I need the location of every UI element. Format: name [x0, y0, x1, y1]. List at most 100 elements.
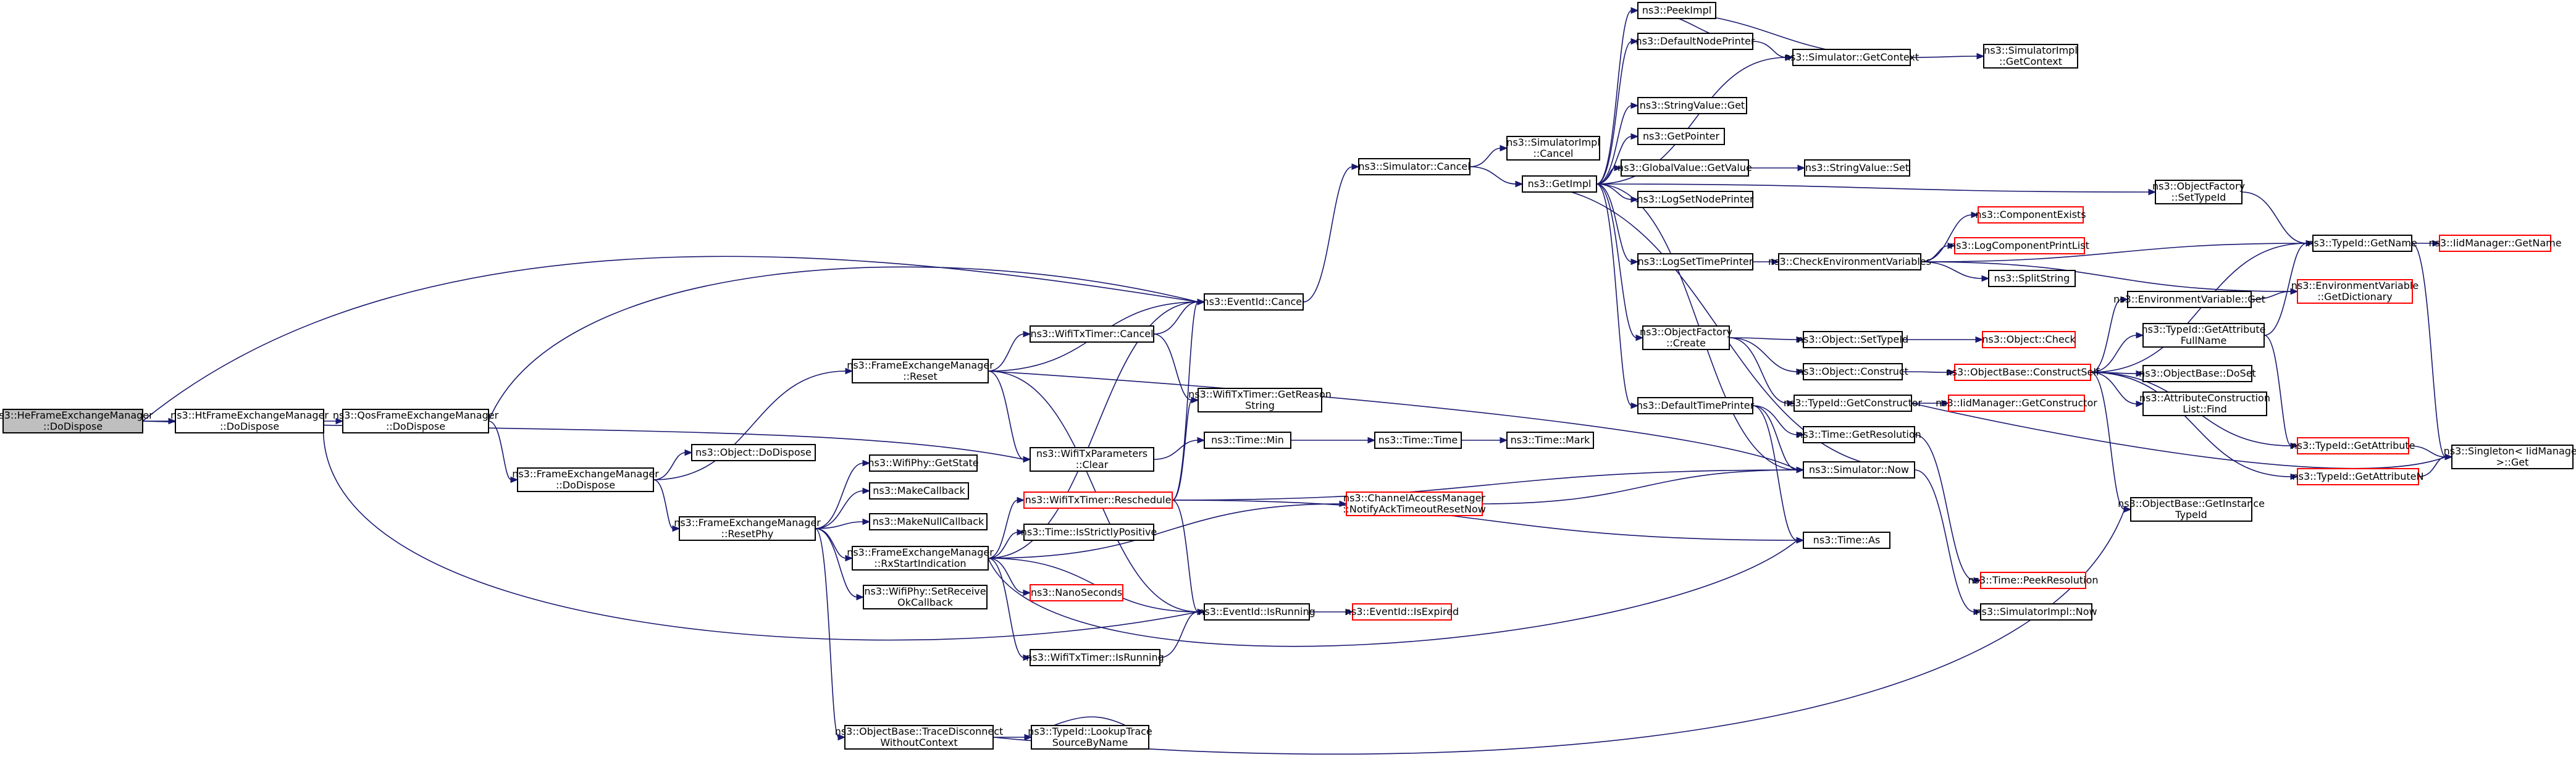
node-timetime[interactable]: ns3::Time::Time — [1374, 432, 1462, 449]
node-peekres[interactable]: ns3::Time::PeekResolution — [1968, 572, 2099, 589]
node-strget[interactable]: ns3::StringValue::Get — [1637, 97, 1747, 114]
node-ofcreate[interactable]: ns3::ObjectFactory::Create — [1640, 325, 1732, 350]
node-box — [1980, 603, 2092, 621]
node-rxstart[interactable]: ns3::FrameExchangeManager::RxStartIndica… — [847, 546, 994, 571]
node-envdict[interactable]: ns3::EnvironmentVariable::GetDictionary — [2291, 279, 2419, 304]
node-tidgetattr[interactable]: ns3::TypeId::GetAttribute — [2291, 437, 2415, 454]
node-simimplnow[interactable]: ns3::SimulatorImpl::Now — [1975, 603, 2097, 621]
node-makecb[interactable]: ns3::MakeCallback — [869, 482, 969, 500]
call-graph-edges — [142, 7, 2453, 755]
node-logtime[interactable]: ns3::LogSetTimePrinter — [1637, 253, 1753, 270]
node-ht[interactable]: ns3::HtFrameExchangeManager::DoDispose — [170, 409, 329, 433]
node-nanosec[interactable]: ns3::NanoSeconds — [1030, 584, 1123, 601]
node-box — [1204, 293, 1304, 311]
edge-line — [1752, 405, 1798, 435]
node-splitstr[interactable]: ns3::SplitString — [1988, 270, 2076, 287]
node-obdoset[interactable]: ns3::ObjectBase::DoSet — [2139, 365, 2256, 382]
node-strictpos[interactable]: ns3::Time::IsStrictlyPositive — [1021, 524, 1157, 541]
node-tidgetattrn[interactable]: ns3::TypeId::GetAttributeN — [2293, 468, 2424, 485]
node-root[interactable]: ns3::HeFrameExchangeManager::DoDispose — [0, 409, 153, 433]
edge-line — [2090, 299, 2122, 373]
node-box — [1637, 191, 1753, 208]
node-objconstruct[interactable]: ns3::Object::Construct — [1797, 363, 1908, 380]
node-timeas[interactable]: ns3::Time::As — [1803, 532, 1890, 549]
node-box — [1794, 395, 1912, 412]
node-iidgetctor[interactable]: ns3::IidManager::GetConstructor — [1936, 395, 2097, 412]
call-graph-nodes: ns3::HeFrameExchangeManager::DoDisposens… — [0, 2, 2576, 750]
node-evisrun[interactable]: ns3::EventId::IsRunning — [1198, 603, 1315, 621]
node-box — [1637, 397, 1753, 414]
edge-arrowhead — [1630, 402, 1639, 409]
edge-line — [1752, 41, 1787, 58]
node-getimpl[interactable]: ns3::GetImpl — [1522, 175, 1597, 193]
node-iidgetname[interactable]: ns3::IidManager::GetName — [2428, 235, 2562, 252]
node-logcomp[interactable]: ns3::LogComponentPrintList — [1950, 237, 2089, 254]
node-label: ns3::Time::PeekResolution — [1968, 574, 2098, 586]
node-evcancel[interactable]: ns3::EventId::Cancel — [1202, 293, 1305, 311]
node-envget[interactable]: ns3::EnvironmentVariable::Get — [2113, 291, 2265, 308]
node-evexpired[interactable]: ns3::EventId::IsExpired — [1345, 603, 1459, 621]
node-ofsettype[interactable]: ns3::ObjectFactory::SetTypeId — [2152, 180, 2245, 204]
node-fem[interactable]: ns3::FrameExchangeManager::DoDispose — [512, 467, 659, 492]
node-label: ns3::Object::Construct — [1797, 366, 1908, 377]
node-tidgetctor[interactable]: ns3::TypeId::GetConstructor — [1784, 395, 1923, 412]
node-label: >::Get — [2496, 456, 2529, 468]
node-singleton[interactable]: ns3::Singleton< IidManager>::Get — [2444, 445, 2576, 469]
node-tracedis[interactable]: ns3::ObjectBase::TraceDisconnectWithoutC… — [835, 725, 1004, 750]
node-timegetres[interactable]: ns3::Time::GetResolution — [1797, 426, 1921, 443]
node-obconstself[interactable]: ns3::ObjectBase::ConstructSelf — [1946, 364, 2100, 381]
node-gvget[interactable]: ns3::GlobalValue::GetValue — [1617, 159, 1752, 177]
node-timemark[interactable]: ns3::Time::Mark — [1506, 432, 1594, 449]
node-objsettype[interactable]: ns3::Object::SetTypeId — [1797, 331, 1908, 348]
node-getptr[interactable]: ns3::GetPointer — [1637, 128, 1725, 145]
node-strset[interactable]: ns3::StringValue::Set — [1804, 159, 1910, 177]
node-objdd[interactable]: ns3::Object::DoDispose — [691, 444, 816, 461]
edge-arrowhead — [1947, 242, 1956, 249]
node-defnode[interactable]: ns3::DefaultNodePrinter — [1636, 33, 1755, 50]
node-resetphy[interactable]: ns3::FrameExchangeManager::ResetPhy — [674, 516, 821, 541]
node-getstate[interactable]: ns3::WifiPhy::GetState — [868, 454, 979, 472]
node-simimplgetctx[interactable]: ns3::SimulatorImpl::GetContext — [1983, 44, 2078, 69]
node-wtcancel[interactable]: ns3::WifiTxTimer::Cancel — [1030, 325, 1154, 343]
node-label: ::DoDispose — [43, 420, 103, 432]
node-resched[interactable]: ns3::WifiTxTimer::Reschedule — [1023, 491, 1173, 509]
node-chanacc[interactable]: ns3::ChannelAccessManager::NotifyAckTime… — [1343, 491, 1486, 516]
node-simimplcancel[interactable]: ns3::SimulatorImpl::Cancel — [1506, 136, 1600, 161]
node-label: ns3::Simulator::Now — [1809, 464, 1909, 475]
node-wtpclear[interactable]: ns3::WifiTxParameters::Clear — [1030, 447, 1154, 472]
node-compexists[interactable]: ns3::ComponentExists — [1975, 206, 2086, 224]
node-label: ns3::SimulatorImpl — [1506, 136, 1600, 148]
node-box — [1988, 270, 2076, 287]
node-simgetctx[interactable]: ns3::Simulator::GetContext — [1784, 49, 1919, 66]
edge-resched-to-evcancel — [1172, 298, 1206, 501]
node-objcheck[interactable]: ns3::Object::Check — [1982, 331, 2076, 348]
edge-line — [1729, 337, 1798, 372]
edge-line — [988, 558, 1025, 658]
node-label: ns3::FrameExchangeManager — [847, 546, 994, 558]
node-simnow[interactable]: ns3::Simulator::Now — [1803, 461, 1915, 479]
edge-wtpclear-to-timemin — [1153, 437, 1206, 460]
node-defaulttime[interactable]: ns3::DefaultTimePrinter — [1637, 397, 1755, 414]
node-checkenv[interactable]: ns3::CheckEnvironmentVariables — [1768, 253, 1931, 270]
node-simcancel[interactable]: ns3::Simulator::Cancel — [1358, 158, 1471, 175]
node-tidgetname[interactable]: ns3::TypeId::GetName — [2307, 235, 2417, 252]
edge-arrowhead — [1023, 589, 1031, 596]
node-reset[interactable]: ns3::FrameExchangeManager::Reset — [847, 359, 994, 383]
node-timemin[interactable]: ns3::Time::Min — [1204, 432, 1291, 449]
node-wtisrun[interactable]: ns3::WifiTxTimer::IsRunning — [1026, 649, 1164, 666]
node-label: ::Cancel — [1533, 148, 1574, 159]
edge-arrowhead — [837, 734, 846, 741]
edge-arrowhead — [2290, 442, 2299, 450]
node-box — [2127, 291, 2252, 308]
node-peekimpl[interactable]: ns3::PeekImpl — [1637, 2, 1716, 19]
node-makenull[interactable]: ns3::MakeNullCallback — [869, 513, 988, 530]
node-lognode[interactable]: ns3::LogSetNodePrinter — [1637, 191, 1754, 208]
node-label: ns3::ObjectBase::DoSet — [2139, 367, 2256, 379]
node-qos[interactable]: ns3::QosFrameExchangeManager::DoDispose — [333, 409, 499, 433]
